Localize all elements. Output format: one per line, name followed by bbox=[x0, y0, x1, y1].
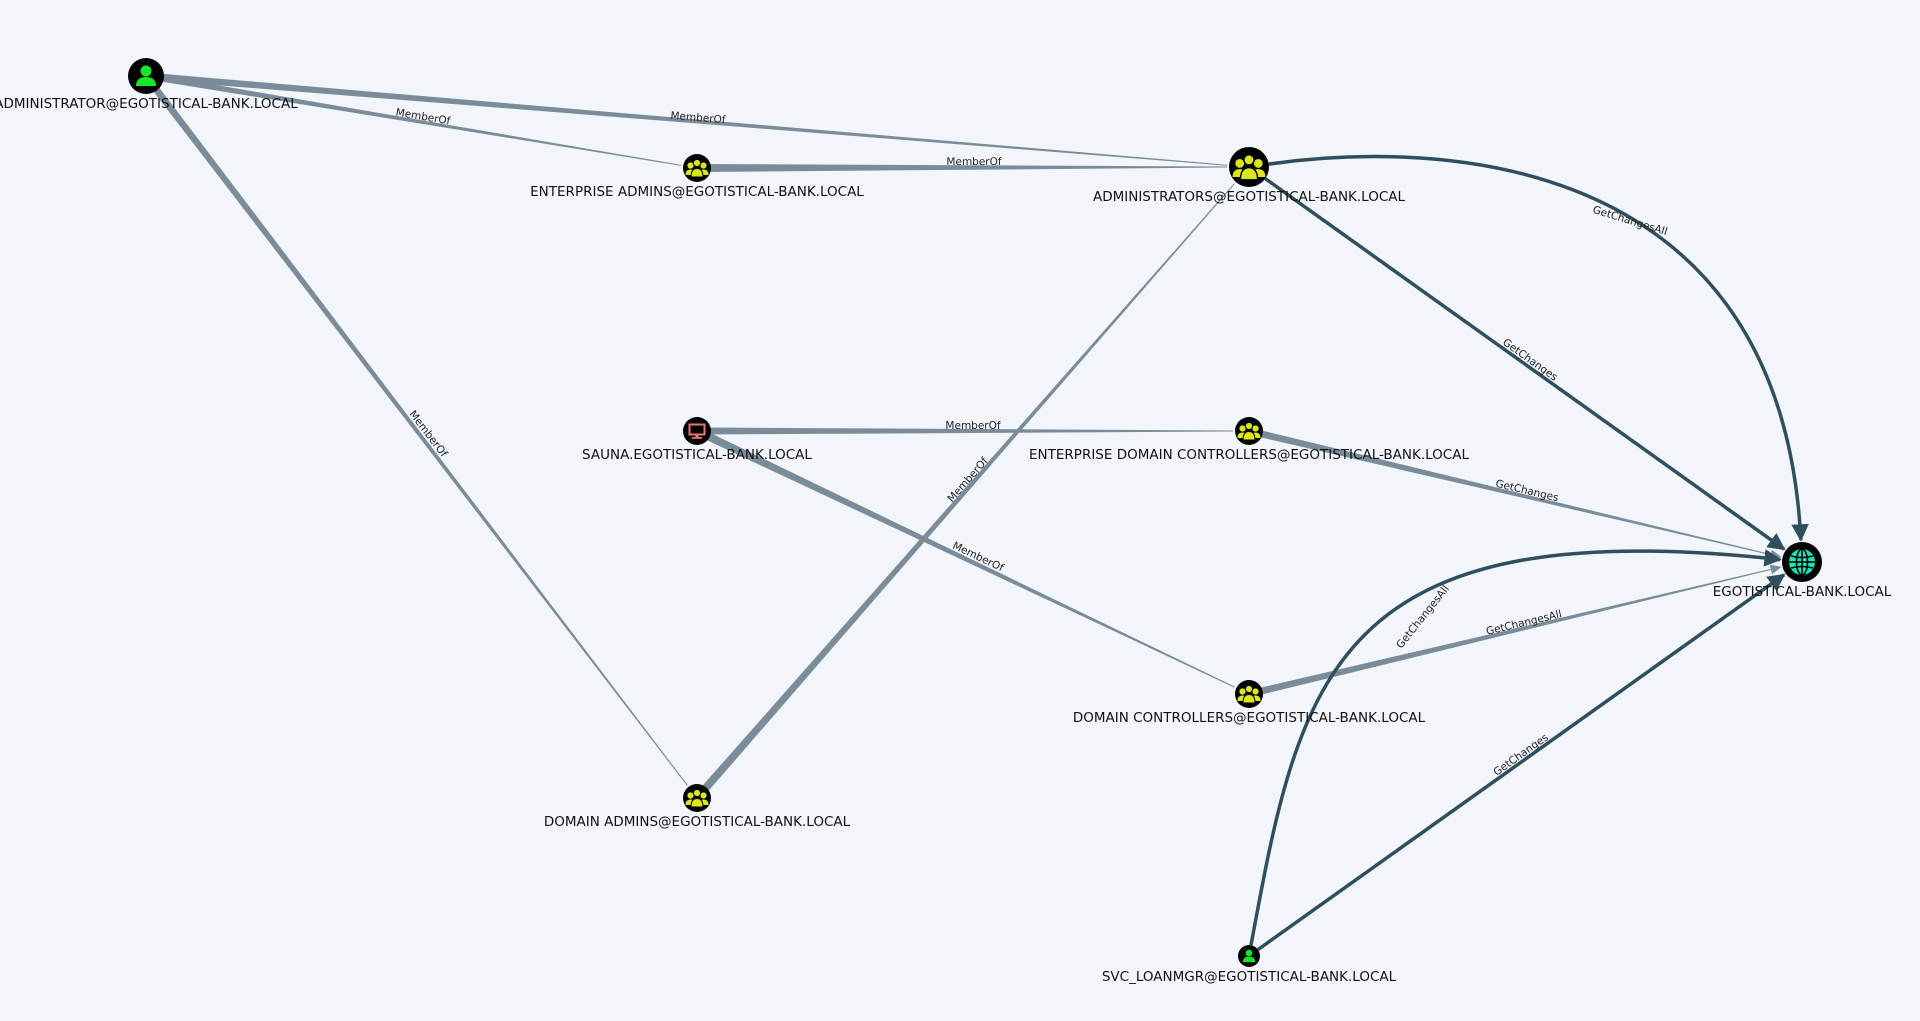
user-icon bbox=[1242, 949, 1256, 963]
node-label: EGOTISTICAL-BANK.LOCAL bbox=[1713, 584, 1892, 600]
node-domain[interactable]: EGOTISTICAL-BANK.LOCAL bbox=[1713, 542, 1892, 600]
computer-icon bbox=[688, 423, 706, 439]
edge-label: MemberOf bbox=[395, 107, 452, 128]
edge-admin-user-memberof-administrators[interactable]: MemberOf bbox=[156, 73, 1228, 166]
node-enterprise-admins[interactable]: ENTERPRISE ADMINS@EGOTISTICAL-BANK.LOCAL bbox=[530, 154, 864, 200]
edge-label: MemberOf bbox=[945, 420, 1000, 432]
node-label: ADMINISTRATOR@EGOTISTICAL-BANK.LOCAL bbox=[0, 96, 298, 112]
group-icon bbox=[685, 158, 709, 178]
edge-admin-user-memberof-enterprise-admins[interactable]: MemberOf bbox=[156, 74, 682, 166]
user-icon bbox=[136, 65, 156, 86]
edge-line[interactable] bbox=[1268, 154, 1809, 542]
edge-line[interactable] bbox=[156, 73, 1228, 166]
edge-line[interactable] bbox=[1256, 429, 1777, 557]
nodes-layer: ADMINISTRATOR@EGOTISTICAL-BANK.LOCAL ENTE… bbox=[0, 58, 1892, 985]
edges-layer: MemberOfMemberOfMemberOfMemberOfMemberOf… bbox=[149, 73, 1809, 952]
edge-line[interactable] bbox=[1249, 549, 1782, 946]
group-icon bbox=[1237, 421, 1261, 441]
node-label: SAUNA.EGOTISTICAL-BANK.LOCAL bbox=[582, 447, 812, 463]
edge-label: GetChanges bbox=[1500, 336, 1559, 383]
edge-label: GetChanges bbox=[1494, 478, 1559, 505]
node-domain-admins[interactable]: DOMAIN ADMINS@EGOTISTICAL-BANK.LOCAL bbox=[544, 784, 851, 830]
edge-line[interactable] bbox=[1256, 573, 1786, 952]
node-domain-controllers[interactable]: DOMAIN CONTROLLERS@EGOTISTICAL-BANK.LOCA… bbox=[1073, 680, 1426, 726]
edge-line[interactable] bbox=[699, 183, 1235, 795]
edge-domain-controllers-getchangesall-domain[interactable]: GetChangesAll bbox=[1256, 564, 1782, 696]
edge-sauna-memberof-enterprise-dcs[interactable]: MemberOf bbox=[705, 420, 1233, 435]
group-icon bbox=[1237, 684, 1261, 704]
edge-label: GetChangesAll bbox=[1591, 204, 1669, 238]
edge-label: MemberOf bbox=[945, 455, 991, 505]
node-administrators[interactable]: ADMINISTRATORS@EGOTISTICAL-BANK.LOCAL bbox=[1093, 147, 1406, 205]
node-label: ENTERPRISE DOMAIN CONTROLLERS@EGOTISTICA… bbox=[1029, 447, 1469, 463]
edge-line[interactable] bbox=[705, 427, 1233, 435]
node-circle[interactable] bbox=[683, 417, 711, 445]
edge-arrowhead bbox=[1769, 564, 1782, 575]
node-label: ENTERPRISE ADMINS@EGOTISTICAL-BANK.LOCAL bbox=[530, 184, 864, 200]
node-label: DOMAIN CONTROLLERS@EGOTISTICAL-BANK.LOCA… bbox=[1073, 710, 1426, 726]
edge-line[interactable] bbox=[702, 431, 1235, 688]
edge-svc-loanmgr-getchangesall-domain[interactable]: GetChangesAll bbox=[1249, 549, 1782, 946]
node-admin-user[interactable]: ADMINISTRATOR@EGOTISTICAL-BANK.LOCAL bbox=[0, 58, 298, 112]
edge-line[interactable] bbox=[1256, 567, 1777, 696]
edge-line[interactable] bbox=[705, 163, 1228, 172]
node-label: ADMINISTRATORS@EGOTISTICAL-BANK.LOCAL bbox=[1093, 189, 1406, 205]
edge-line[interactable] bbox=[149, 82, 688, 786]
node-label: DOMAIN ADMINS@EGOTISTICAL-BANK.LOCAL bbox=[544, 814, 851, 830]
globe-icon bbox=[1789, 548, 1815, 576]
node-label: SVC_LOANMGR@EGOTISTICAL-BANK.LOCAL bbox=[1102, 969, 1397, 985]
edge-line[interactable] bbox=[156, 74, 682, 166]
group-icon bbox=[685, 788, 709, 808]
node-svc-loanmgr[interactable]: SVC_LOANMGR@EGOTISTICAL-BANK.LOCAL bbox=[1102, 945, 1397, 985]
edge-line[interactable] bbox=[1264, 177, 1786, 551]
edge-domain-admins-memberof-administrators[interactable]: MemberOf bbox=[699, 183, 1235, 795]
edge-label: MemberOf bbox=[946, 156, 1001, 168]
edge-administrators-getchangesall-domain[interactable]: GetChangesAll bbox=[1268, 154, 1809, 542]
group-icon bbox=[1232, 154, 1266, 181]
edge-enterprise-admins-memberof-administrators[interactable]: MemberOf bbox=[705, 156, 1228, 172]
edge-label: GetChanges bbox=[1491, 731, 1550, 778]
node-sauna[interactable]: SAUNA.EGOTISTICAL-BANK.LOCAL bbox=[582, 417, 812, 463]
edge-label: MemberOf bbox=[406, 408, 449, 459]
edge-label: MemberOf bbox=[670, 110, 726, 127]
node-enterprise-dcs[interactable]: ENTERPRISE DOMAIN CONTROLLERS@EGOTISTICA… bbox=[1029, 417, 1469, 463]
